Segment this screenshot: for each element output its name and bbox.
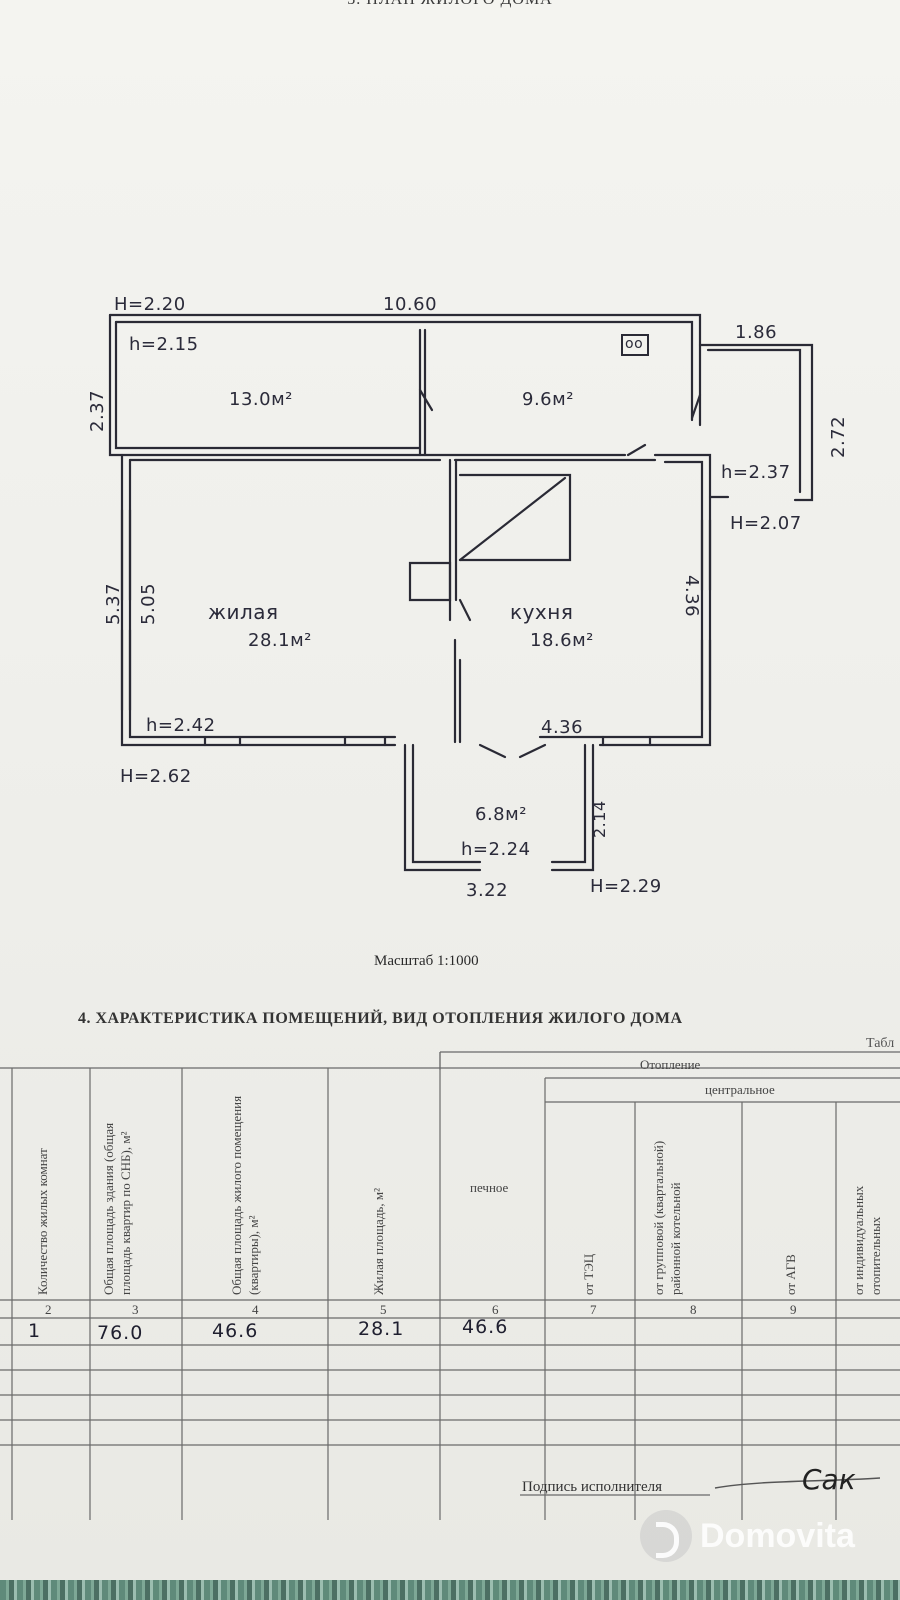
background-carpet <box>0 1580 900 1600</box>
signature: Сак <box>802 1463 856 1496</box>
header-stove: печное <box>470 1180 509 1195</box>
dim-h-top: Н=2.20 <box>114 294 186 315</box>
col-number: 7 <box>590 1302 597 1317</box>
watermark: Domovita <box>640 1510 855 1562</box>
veranda-area: 6.8м² <box>475 804 527 825</box>
cell-total-building-area: 76.0 <box>97 1322 144 1344</box>
cell-stove-heating: 46.6 <box>462 1316 509 1338</box>
living-room-name: жилая <box>208 600 279 624</box>
plan-heading: 3. ПЛАН ЖИЛОГО ДОМА <box>300 0 600 9</box>
kitchen-name: кухня <box>510 600 574 624</box>
header-heating: Отопление <box>640 1057 701 1072</box>
dim-h-porch: h=2.37 <box>721 462 791 483</box>
room1-area: 13.0м² <box>229 389 293 410</box>
section4-title: 4. ХАРАКТЕРИСТИКА ПОМЕЩЕНИЙ, ВИД ОТОПЛЕН… <box>78 1010 683 1027</box>
col-number: 3 <box>132 1302 139 1317</box>
living-room-area: 28.1м² <box>248 630 312 651</box>
kitchen-area: 18.6м² <box>530 630 594 651</box>
dim-length-top: 10.60 <box>383 294 438 315</box>
scale-label: Масштаб 1:1000 <box>374 953 479 969</box>
dim-h-veranda: h=2.24 <box>461 839 531 860</box>
dim-h-room1: h=2.15 <box>129 334 199 355</box>
cell-rooms-count: 1 <box>28 1320 42 1342</box>
header-total-dwelling-area: Общая площадь жилого помещения (квартиры… <box>229 1095 261 1295</box>
stove-symbol: oo <box>625 336 644 352</box>
col-number: 6 <box>492 1302 499 1317</box>
dim-veranda-bottom: 3.22 <box>466 880 509 901</box>
dim-h-porch-out: Н=2.07 <box>730 513 802 534</box>
dim-porch-top: 1.86 <box>735 322 778 343</box>
dim-h-veranda-out: Н=2.29 <box>590 876 662 897</box>
dim-h-bottom-left-out: Н=2.62 <box>120 766 192 787</box>
header-living-area: Жилая площадь, м² <box>371 1188 386 1295</box>
header-rooms-count: Количество жилых комнат <box>35 1148 50 1295</box>
room2-area: 9.6м² <box>522 389 574 410</box>
col-number: 5 <box>380 1302 387 1317</box>
watermark-text: Domovita <box>700 1516 855 1555</box>
header-total-building-area: Общая площадь здания (общая площадь квар… <box>101 1122 133 1295</box>
header-from-agv: от АГВ <box>783 1254 798 1295</box>
domovita-logo-icon <box>640 1510 692 1562</box>
cell-total-dwelling-area: 46.6 <box>212 1320 259 1342</box>
header-from-boiler: от групповой (квартальной) районной коте… <box>651 1140 683 1295</box>
col-number: 2 <box>45 1302 52 1317</box>
cell-living-area: 28.1 <box>358 1318 405 1340</box>
signature-label: Подпись исполнителя <box>522 1479 662 1495</box>
header-central: центральное <box>705 1082 775 1097</box>
col-number: 9 <box>790 1302 797 1317</box>
dim-h-bottom-left: h=2.42 <box>146 715 216 736</box>
col-number: 8 <box>690 1302 697 1317</box>
col-number: 4 <box>252 1302 259 1317</box>
header-from-tec: от ТЭЦ <box>581 1253 596 1295</box>
table-label: Табл <box>866 1036 895 1051</box>
dim-bottom-right: 4.36 <box>541 717 584 738</box>
header-from-individual: от индивидуальных отопительных <box>851 1185 883 1295</box>
